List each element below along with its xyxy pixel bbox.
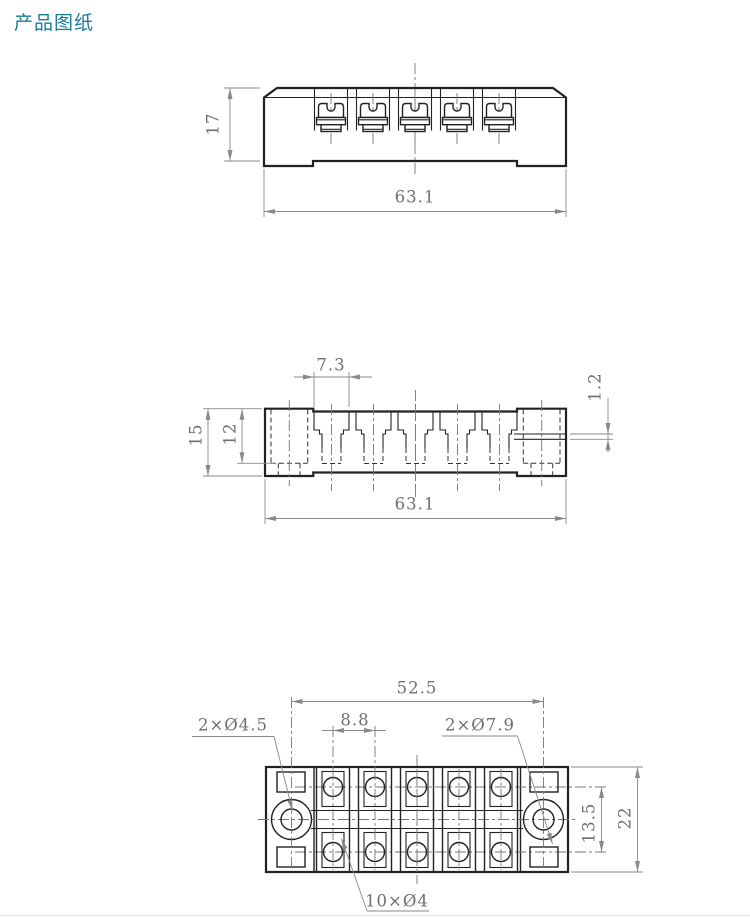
dim-front-height: 17 (204, 87, 260, 162)
dim-text-opening-width: 7.3 (316, 356, 345, 375)
wire-cavity (481, 403, 518, 492)
dim-mount-hole-spacing: 52.5 (291, 679, 544, 704)
dim-front-width: 63.1 (263, 169, 567, 217)
dim-bore-depth: 12 (221, 408, 276, 464)
dim-text-front-height: 17 (204, 113, 223, 136)
dim-section-width: 63.1 (264, 479, 567, 524)
dim-text-section-width: 63.1 (395, 495, 436, 514)
label-text-counterbores: 2×Ø7.9 (445, 716, 515, 735)
front-view-outline (262, 86, 568, 168)
wire-cavity (355, 403, 392, 492)
dim-opening-width: 7.3 (294, 356, 372, 407)
dim-text-row-spacing: 13.5 (580, 803, 599, 844)
end-block-right (522, 697, 565, 870)
label-counterbores: 2×Ø7.9 (442, 716, 553, 845)
dim-text-mount-hole-spacing: 52.5 (397, 679, 438, 698)
dim-text-front-width: 63.1 (395, 188, 436, 207)
dim-text-lip-thickness: 1.2 (586, 372, 605, 401)
page-title: 产品图纸 (14, 12, 95, 34)
dim-text-section-height: 15 (187, 424, 206, 447)
dim-row-spacing: 13.5 (580, 787, 604, 852)
label-wire-holes: 10×Ø4 (341, 838, 429, 912)
dim-text-body-depth: 22 (616, 807, 635, 830)
label-text-wire-holes: 10×Ø4 (365, 892, 429, 911)
section-divider (0, 915, 750, 916)
label-text-through-holes: 2×Ø4.5 (198, 716, 268, 735)
hidden-hole-right (522, 400, 561, 486)
dim-lip-thickness: 1.2 (570, 372, 613, 452)
end-block-left (270, 697, 313, 870)
dim-text-terminal-pitch: 8.8 (340, 711, 369, 730)
wire-cavity (313, 403, 350, 492)
dim-body-depth: 22 (571, 766, 643, 873)
top-view: 52.5 8.8 2×Ø4.5 2×Ø7.9 (192, 679, 643, 912)
dim-terminal-pitch: 8.8 (322, 711, 386, 733)
dim-section-height: 15 (187, 408, 262, 477)
section-view: 7.3 1.2 15 12 (187, 356, 613, 524)
section-outline (263, 407, 568, 478)
front-view: 17 63.1 (204, 63, 568, 217)
dim-text-bore-depth: 12 (221, 423, 240, 446)
wire-cavity (439, 403, 476, 492)
hidden-hole-left (270, 400, 309, 486)
label-through-holes: 2×Ø4.5 (192, 716, 293, 812)
